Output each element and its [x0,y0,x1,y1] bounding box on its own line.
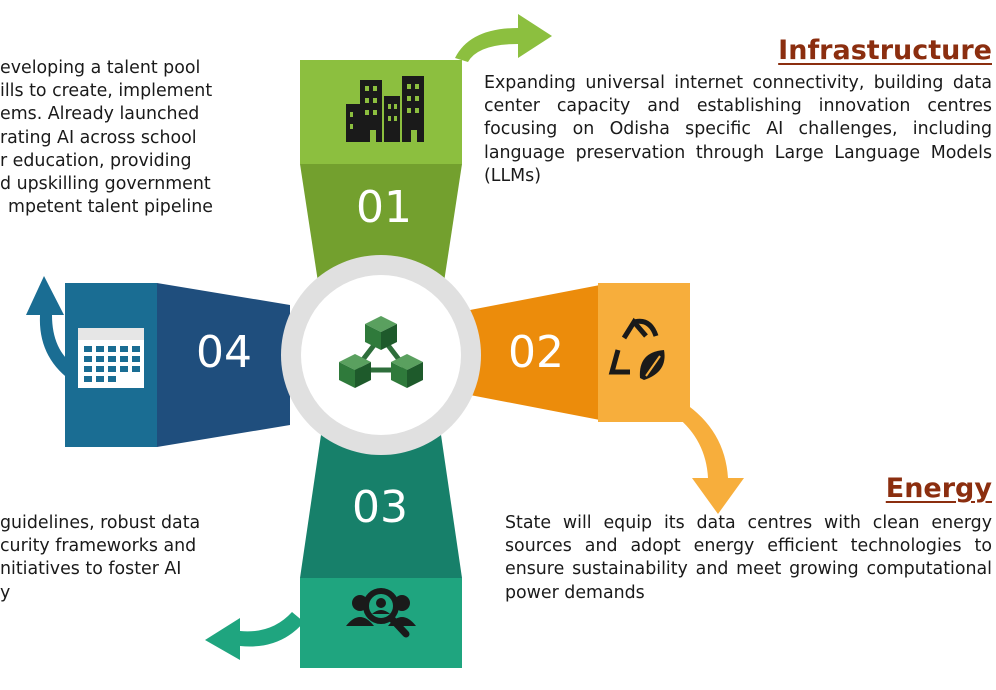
people-search-icon [346,588,416,638]
arrow-02-icon [676,402,744,514]
pillar-01-title: Infrastructure [778,35,992,66]
pillar-01-description: Expanding universal internet connectivit… [484,73,992,186]
recycle-leaf-icon [608,317,665,380]
calendar-icon [78,328,144,388]
pillar-04-line: ems. Already launched [0,104,200,125]
pillar-01-number: 01 [356,182,412,233]
arrow-03-icon [205,612,304,660]
pillar-04-line: r education, providing [0,150,192,171]
pillar-04-line: mpetent talent pipeline [8,197,213,218]
pillar-02-number: 02 [508,327,564,378]
pillar-02 [470,283,690,422]
pillar-04-line: rating AI across school [0,127,197,148]
pillar-02-description: State will equip its data centres with c… [505,513,992,603]
pillar-03-number: 03 [352,482,408,533]
arrow-04-icon [26,276,75,380]
pillar-04-description: eveloping a talent pool ills to create, … [0,57,268,219]
buildings-icon [346,76,424,142]
pillar-03 [300,428,462,668]
pillar-04-line: ills to create, implement [0,81,213,102]
pillar-04-line: eveloping a talent pool [0,58,201,78]
pillar-03-line: curity frameworks and [0,536,197,557]
pillar-03-description: guidelines, robust data curity framework… [0,512,268,605]
pillar-04-line: d upskilling government [0,174,211,195]
pillar-03-line: guidelines, robust data [0,513,201,533]
pillar-03-line: nitiatives to foster AI [0,559,182,580]
pillar-01 [300,60,462,282]
pillar-04-number: 04 [196,327,252,378]
pillar-02-title: Energy [885,473,992,504]
arrow-01-icon [455,14,552,62]
pillar-03-line: y [0,582,11,603]
network-cubes-icon [339,316,423,388]
